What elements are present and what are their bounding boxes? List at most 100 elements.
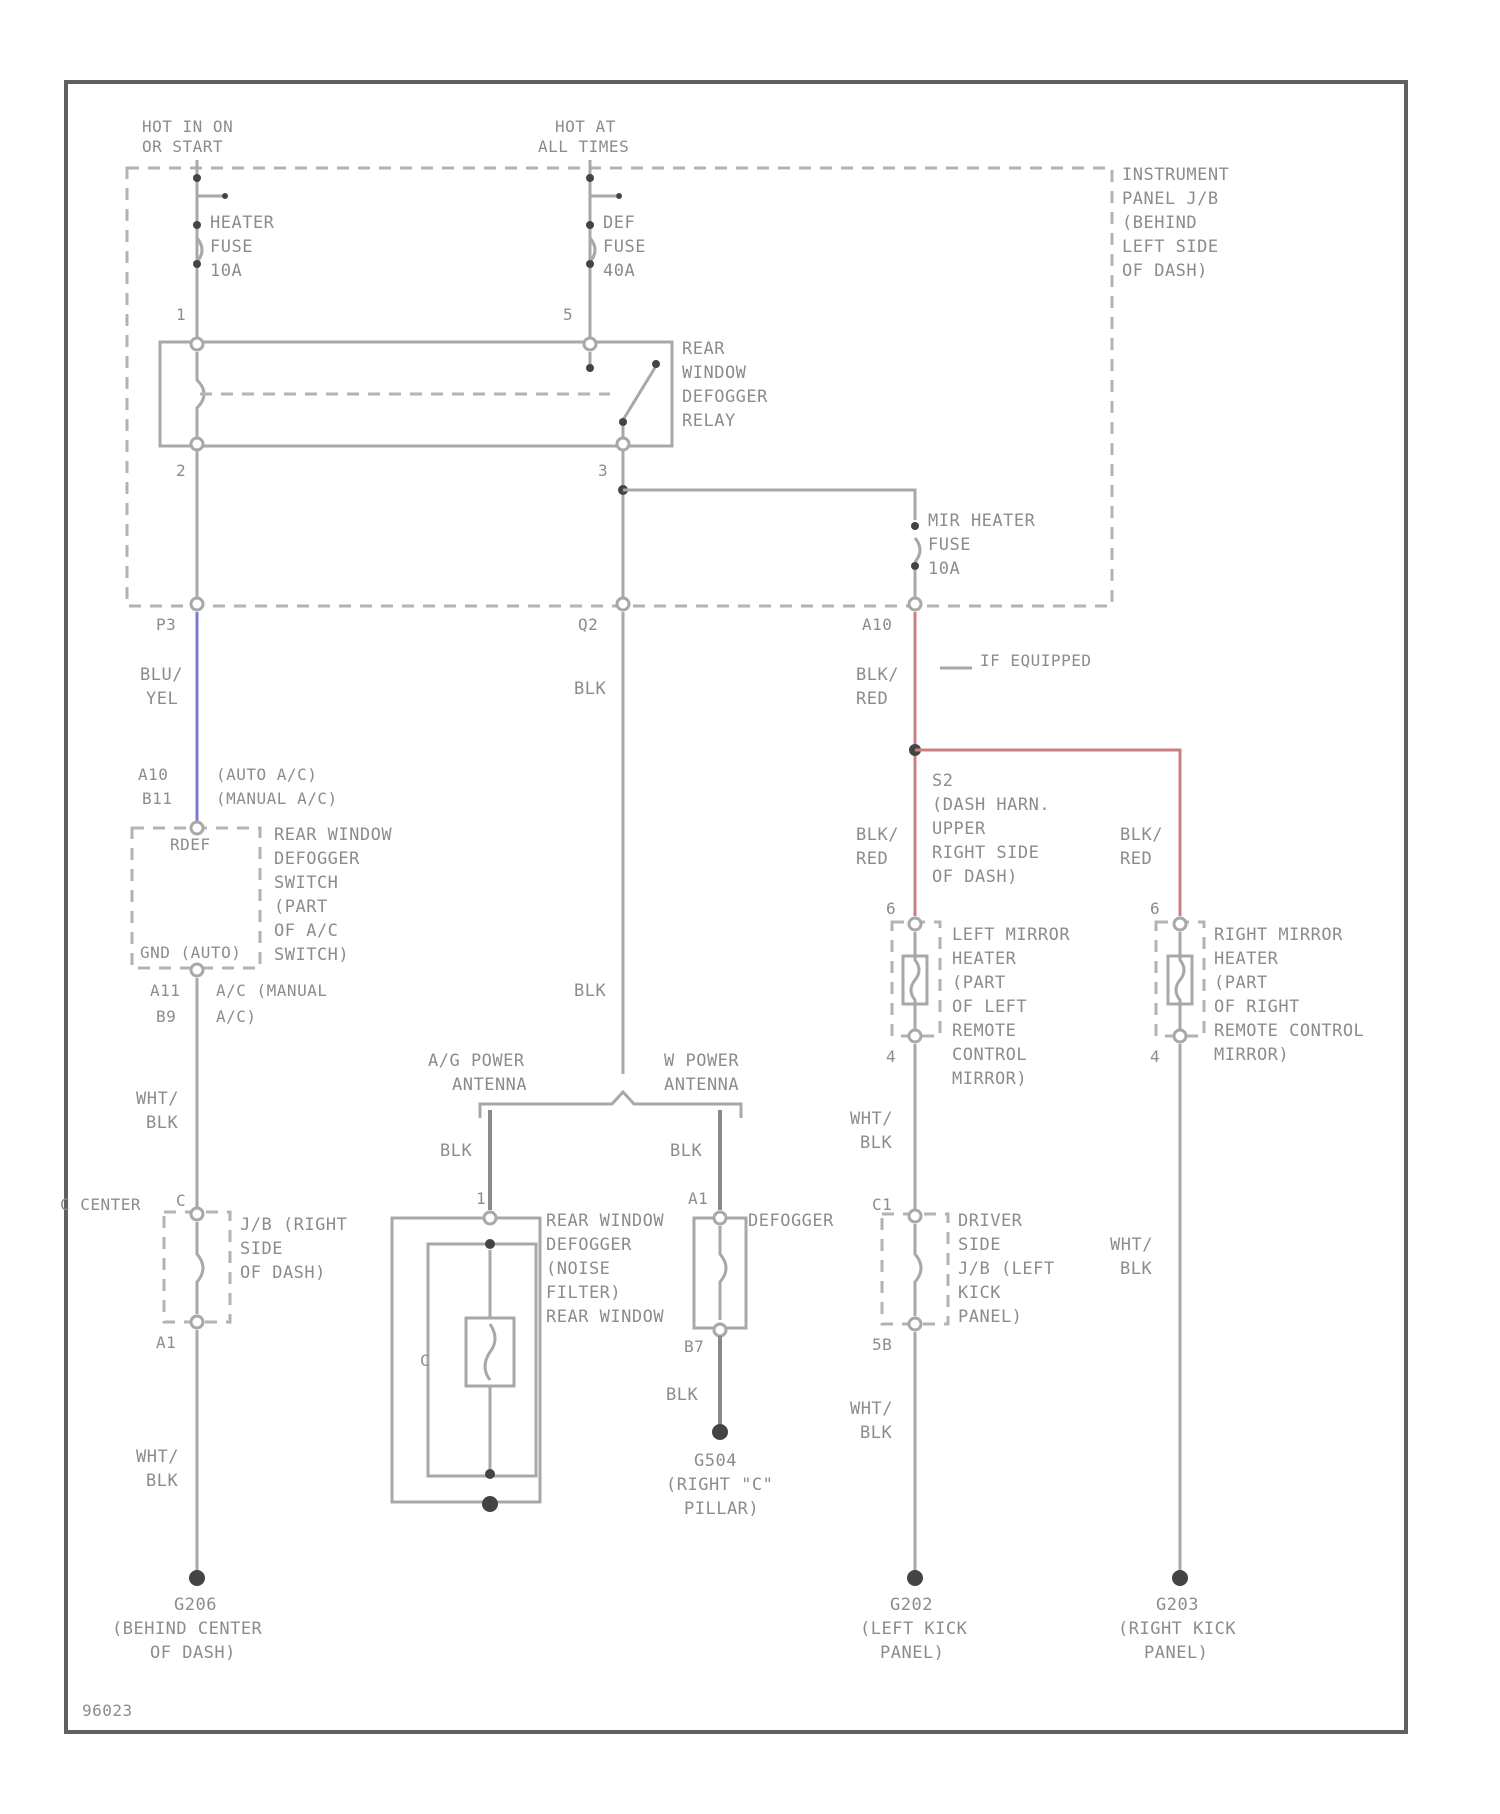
ground-g202	[907, 1570, 923, 1586]
fuse-terminal	[911, 562, 919, 570]
wire-color-wht-blk-1: WHT/ BLK	[136, 1089, 179, 1133]
note-ac-manual: A/C (MANUAL	[216, 981, 327, 1000]
fuse-terminal	[193, 174, 201, 182]
svg-text:WHT/: WHT/	[136, 1447, 179, 1467]
svg-text:LEFT MIRROR: LEFT MIRROR	[952, 925, 1070, 945]
defogger-connector	[714, 1212, 726, 1224]
left-mirror-pin-6: 6	[886, 899, 896, 918]
switch-connector-a11: A11	[150, 981, 180, 1000]
jb-connector	[191, 1316, 203, 1328]
ground-g203-label: G203 (RIGHT KICK PANEL)	[1118, 1595, 1236, 1663]
jb-connector-a1: A1	[156, 1333, 176, 1352]
svg-text:WHT/: WHT/	[136, 1089, 179, 1109]
switch-label: REAR WINDOW DEFOGGER SWITCH (PART OF A/C…	[274, 825, 392, 965]
wire-color-blk-red: BLK/ RED	[856, 665, 899, 709]
svg-text:(BEHIND: (BEHIND	[1122, 213, 1197, 233]
svg-text:WHT/: WHT/	[1110, 1235, 1153, 1255]
svg-text:G203: G203	[1156, 1595, 1199, 1615]
wire-color-wht-blk-4: WHT/ BLK	[850, 1399, 893, 1443]
jb-center-side-label: C CENTER	[60, 1195, 141, 1214]
svg-text:REMOTE CONTROL: REMOTE CONTROL	[1214, 1021, 1364, 1041]
switch-connector-a10: A10	[138, 765, 168, 784]
relay-connector	[191, 338, 203, 350]
note-ac-manual-2: A/C)	[216, 1007, 257, 1026]
svg-text:J/B (LEFT: J/B (LEFT	[958, 1259, 1055, 1279]
defogger-grid	[720, 1226, 726, 1320]
svg-text:HEATER: HEATER	[952, 949, 1017, 969]
svg-text:BLU/: BLU/	[140, 665, 183, 685]
relay-pin-3: 3	[598, 461, 608, 480]
driver-jb-connector	[909, 1318, 921, 1330]
svg-text:OF RIGHT: OF RIGHT	[1214, 997, 1300, 1017]
noise-filter-inner	[428, 1244, 536, 1476]
svg-text:MIR HEATER: MIR HEATER	[928, 511, 1036, 531]
right-mirror-connector	[1174, 918, 1186, 930]
right-mirror-pin-4: 4	[1150, 1047, 1160, 1066]
fuse-terminal	[586, 221, 594, 229]
svg-text:PANEL): PANEL)	[1144, 1643, 1208, 1663]
svg-text:ANTENNA: ANTENNA	[664, 1075, 739, 1095]
svg-text:SIDE: SIDE	[240, 1239, 283, 1259]
svg-text:INSTRUMENT: INSTRUMENT	[1122, 165, 1229, 185]
driver-jb-connector	[909, 1210, 921, 1222]
fuse-terminal	[586, 174, 594, 182]
relay-connector	[617, 438, 629, 450]
connector-p3-label: P3	[156, 615, 176, 634]
filter-connector-a1: A1	[688, 1189, 708, 1208]
svg-text:WHT/: WHT/	[850, 1109, 893, 1129]
svg-text:PILLAR): PILLAR)	[684, 1499, 759, 1519]
svg-text:REMOTE: REMOTE	[952, 1021, 1016, 1041]
wire-color-blk-mid: BLK	[574, 679, 606, 699]
connector-q2	[617, 598, 629, 610]
fuse-terminal	[911, 522, 919, 530]
svg-text:OF DASH): OF DASH)	[1122, 261, 1208, 281]
svg-text:FUSE: FUSE	[928, 535, 971, 555]
svg-text:G206: G206	[174, 1595, 217, 1615]
svg-text:REAR: REAR	[682, 339, 725, 359]
right-mirror-connector	[1174, 1030, 1186, 1042]
fuse-terminal	[586, 260, 594, 268]
antenna-w-label: W POWER ANTENNA	[664, 1051, 739, 1095]
svg-text:CONTROL: CONTROL	[952, 1045, 1027, 1065]
svg-text:RED: RED	[1120, 849, 1152, 869]
note-if-equipped: IF EQUIPPED	[980, 651, 1091, 670]
svg-text:LEFT SIDE: LEFT SIDE	[1122, 237, 1219, 257]
wire-color-blk-ant-right: BLK	[670, 1141, 702, 1161]
svg-text:BLK: BLK	[146, 1471, 178, 1491]
instrument-panel-jb-label: INSTRUMENT PANEL J/B (BEHIND LEFT SIDE O…	[1122, 165, 1229, 281]
wire-color-blu-yel: BLU/ YEL	[140, 665, 183, 709]
relay-connector	[191, 438, 203, 450]
svg-text:HOT AT: HOT AT	[555, 117, 616, 136]
relay-contact	[619, 418, 627, 426]
def-fuse-label: DEF FUSE 40A	[603, 213, 646, 281]
switch-connector-b9: B9	[156, 1007, 176, 1026]
heater-fuse-label: HEATER FUSE 10A	[210, 213, 275, 281]
svg-text:OF LEFT: OF LEFT	[952, 997, 1027, 1017]
right-mirror-label: RIGHT MIRROR HEATER (PART OF RIGHT REMOT…	[1214, 925, 1364, 1065]
svg-text:10A: 10A	[210, 261, 242, 281]
svg-text:REAR WINDOW: REAR WINDOW	[546, 1211, 664, 1231]
svg-text:OF DASH): OF DASH)	[932, 867, 1018, 887]
fuse-terminal	[616, 193, 622, 199]
svg-text:BLK: BLK	[146, 1113, 178, 1133]
svg-text:40A: 40A	[603, 261, 635, 281]
svg-text:FUSE: FUSE	[210, 237, 253, 257]
svg-text:(DASH HARN.: (DASH HARN.	[932, 795, 1050, 815]
left-mirror-connector	[909, 1030, 921, 1042]
relay-pin-5: 5	[563, 305, 573, 324]
filter-cap-mark: C	[420, 1351, 430, 1370]
svg-text:MIRROR): MIRROR)	[1214, 1045, 1289, 1065]
wire-color-blk-ground: BLK	[666, 1385, 698, 1405]
relay-connector	[584, 338, 596, 350]
switch-rdef-pin: RDEF	[170, 835, 211, 854]
filter-connector-1: 1	[476, 1189, 486, 1208]
defogger-label: DEFOGGER	[748, 1211, 834, 1231]
svg-text:YEL: YEL	[146, 689, 178, 709]
connector-q2-label: Q2	[578, 615, 598, 634]
svg-text:PANEL): PANEL)	[880, 1643, 944, 1663]
ground-g206	[189, 1570, 205, 1586]
switch-connector-b11: B11	[142, 789, 172, 808]
left-mirror-pin-4: 4	[886, 1047, 896, 1066]
ground-g203	[1172, 1570, 1188, 1586]
